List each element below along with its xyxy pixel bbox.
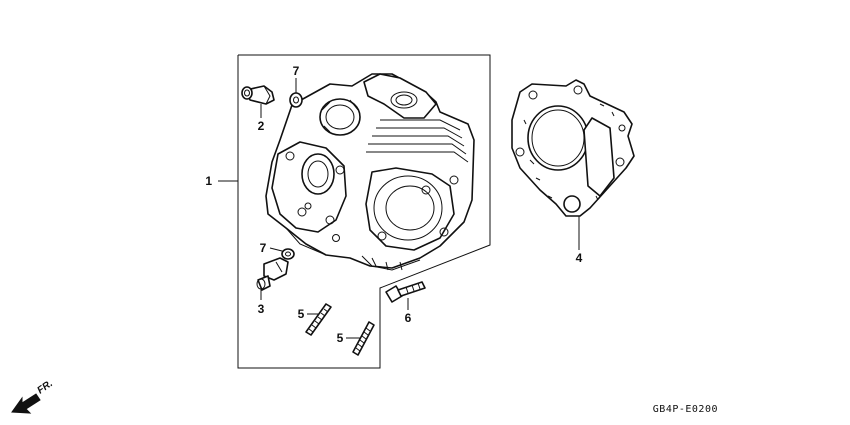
washer-part-7-lower: [281, 248, 295, 260]
stud-bolt-part-5-a: [305, 303, 332, 336]
callout-3: 3: [258, 302, 265, 316]
callout-7-lower: 7: [260, 241, 267, 255]
flange-bolt-part-6: [385, 281, 426, 303]
callout-6: 6: [405, 311, 412, 325]
assembly-frame: [237, 54, 491, 369]
callout-7-upper: 7: [293, 64, 300, 78]
callout-5-b: 5: [337, 331, 344, 345]
oil-bolt-part-2: [241, 85, 275, 105]
washer-part-7-upper: [289, 92, 303, 108]
front-direction-arrow-icon: [11, 393, 41, 414]
front-direction-marker: FR.: [11, 378, 55, 414]
stud-bolt-part-5-b: [352, 321, 375, 356]
diagram-code: GB4P-E0200: [653, 404, 718, 415]
joint-bolt-part-3: [256, 257, 289, 291]
head-gasket-part-4: [511, 79, 635, 217]
front-direction-label: FR.: [35, 378, 55, 396]
callout-2: 2: [258, 119, 265, 133]
cylinder-head-part: [265, 73, 475, 271]
callout-4: 4: [576, 251, 583, 265]
callout-1: 1: [205, 174, 212, 188]
callout-5-a: 5: [298, 307, 305, 321]
leader-lines: [218, 78, 580, 339]
